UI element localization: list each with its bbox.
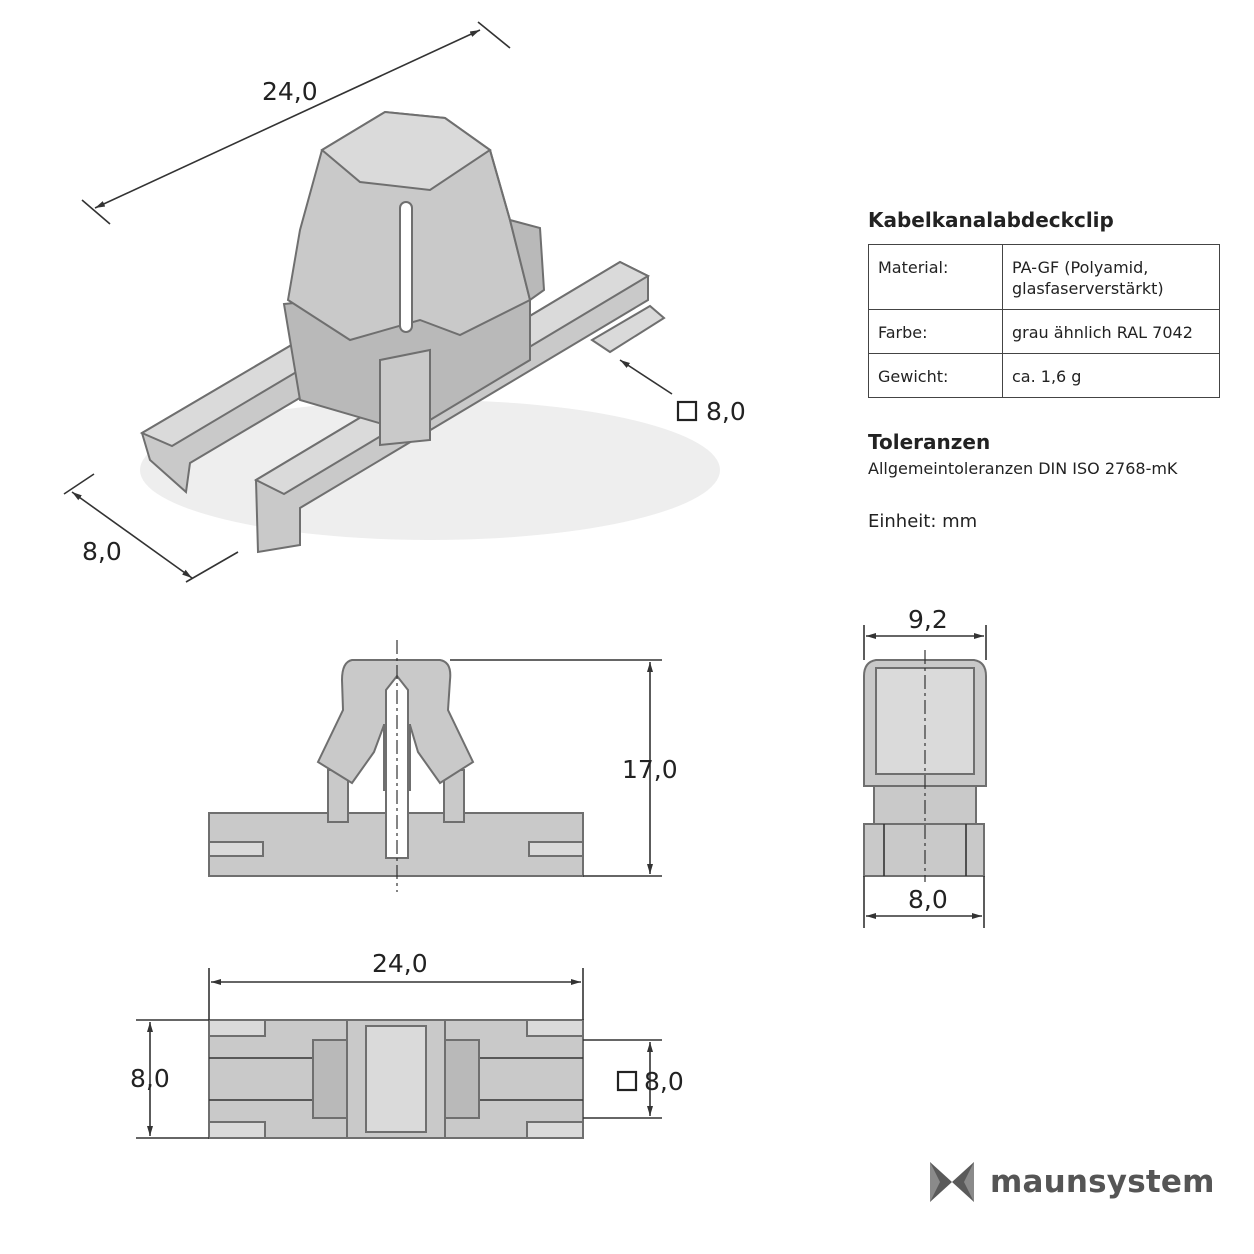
unit-label: Einheit: mm (868, 511, 978, 532)
front-height-label: 17,0 (622, 755, 678, 784)
square-symbol-icon (676, 400, 698, 422)
top-square-label: 8,0 (644, 1067, 684, 1096)
iso-length-dimension-line (94, 29, 481, 209)
iso-width-dimension-line (71, 491, 193, 579)
spec-value: grau ähnlich RAL 7042 (1002, 309, 1220, 354)
iso-slot (399, 201, 413, 333)
tolerances-text: Allgemeintoleranzen DIN ISO 2768-mK (868, 459, 1178, 478)
front-left-notch (208, 841, 264, 857)
table-row: Material: PA-GF (Polyamid, glasfaservers… (868, 244, 1220, 310)
iso-length-extension-left (81, 199, 111, 225)
spec-panel: Kabelkanalabdeckclip Material: PA-GF (Po… (868, 208, 1228, 398)
spec-label: Gewicht: (868, 353, 1003, 398)
table-row: Farbe: grau ähnlich RAL 7042 (868, 309, 1220, 354)
product-title: Kabelkanalabdeckclip (868, 208, 1114, 232)
square-symbol-icon (616, 1070, 638, 1092)
iso-length-label: 24,0 (262, 77, 318, 106)
front-right-notch (528, 841, 584, 857)
iso-length-extension-right (477, 21, 511, 49)
top-tab-right-lower (526, 1121, 584, 1139)
side-bottom-label: 8,0 (908, 885, 948, 914)
iso-center-post (379, 348, 431, 447)
table-row: Gewicht: ca. 1,6 g (868, 353, 1220, 398)
brand-logo: maunsystem (930, 1162, 1215, 1202)
spec-value: PA-GF (Polyamid, glasfaserverstärkt) (1002, 244, 1220, 310)
iso-square-leader (619, 359, 673, 395)
front-view: 17,0 (208, 640, 678, 892)
side-top-label: 9,2 (908, 605, 948, 634)
top-length-label: 24,0 (372, 949, 428, 978)
bowtie-logo-icon (930, 1162, 974, 1202)
iso-width-extension-left (63, 473, 95, 495)
iso-head-side (489, 149, 546, 302)
spec-label: Farbe: (868, 309, 1003, 354)
top-view: 24,0 8,0 8,0 (130, 949, 684, 1139)
brand-name: maunsystem (990, 1164, 1215, 1200)
isometric-view: 24,0 8,0 8,0 (63, 21, 746, 583)
spec-value: ca. 1,6 g (1002, 353, 1220, 398)
top-tab-left-lower (208, 1121, 266, 1139)
tolerances-title: Toleranzen (868, 430, 991, 454)
top-center-face (365, 1025, 427, 1133)
iso-front-rail-tab (590, 304, 666, 354)
top-width-label: 8,0 (130, 1064, 170, 1093)
spec-label: Material: (868, 244, 1003, 310)
spec-table: Material: PA-GF (Polyamid, glasfaservers… (868, 244, 1220, 398)
iso-width-extension-right (185, 551, 239, 583)
iso-square-label: 8,0 (706, 397, 746, 426)
iso-width-label: 8,0 (82, 537, 122, 566)
side-view: 9,2 8,0 (863, 605, 987, 928)
top-tab-right-upper (526, 1019, 584, 1037)
top-tab-left-upper (208, 1019, 266, 1037)
